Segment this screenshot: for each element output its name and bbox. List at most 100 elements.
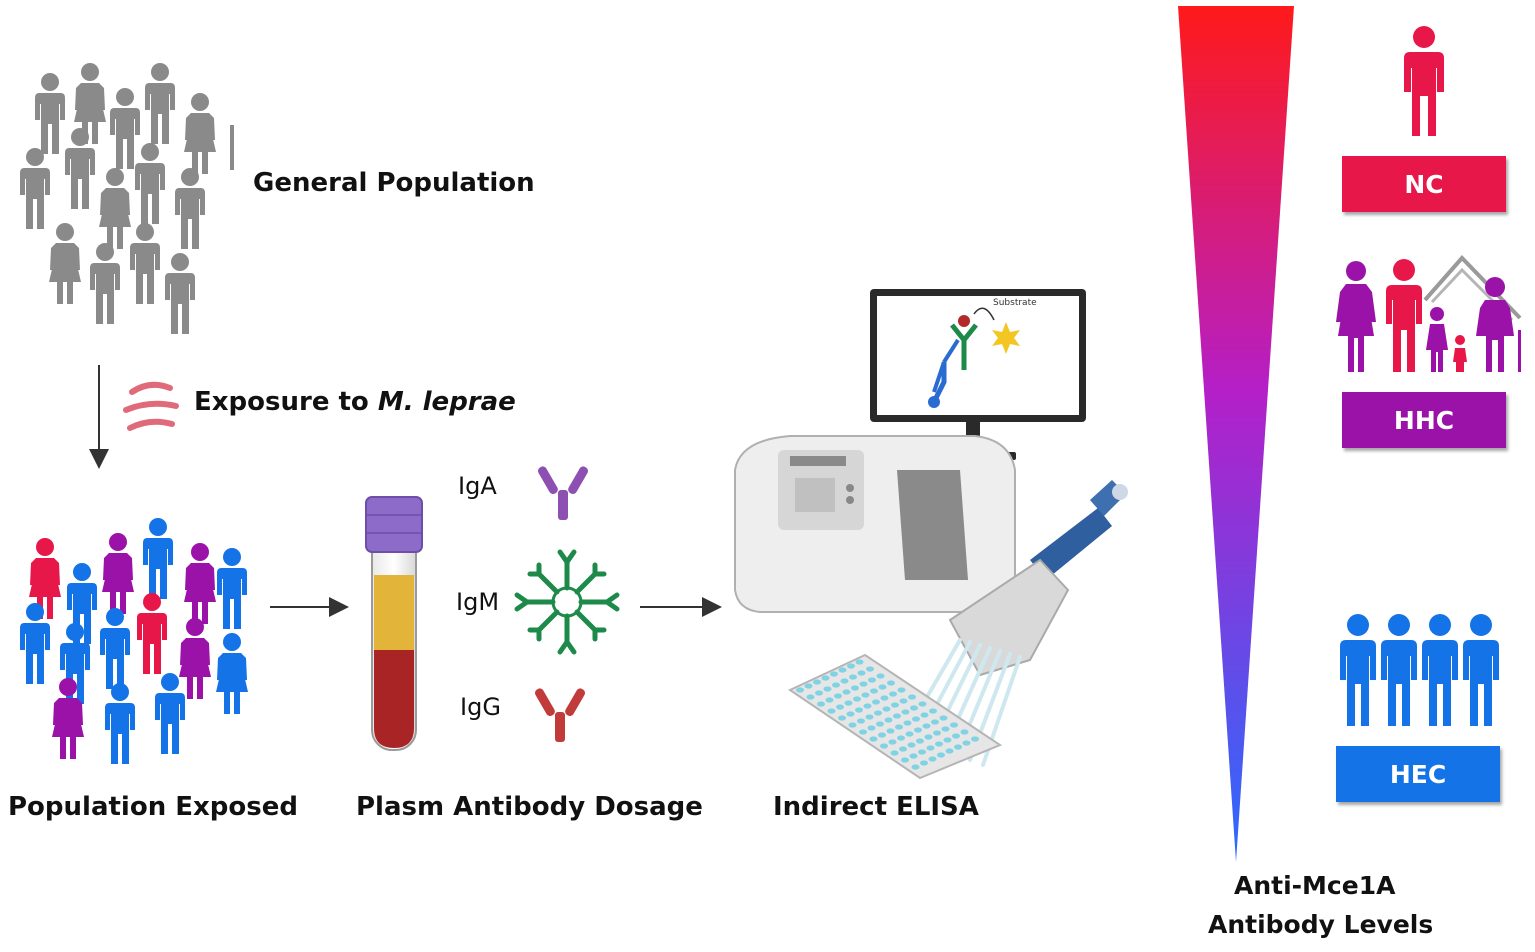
bacteria-icon (123, 381, 179, 431)
plate-well (922, 723, 931, 729)
plate-well (939, 715, 948, 721)
plate-well (868, 677, 876, 683)
plate-well (941, 726, 950, 732)
plate-well (872, 699, 880, 705)
plate-well (815, 690, 823, 696)
substrate-label: Substrate (993, 298, 1037, 308)
gradient-label-line1: Anti-Mce1A (1234, 871, 1396, 900)
plate-well (849, 674, 857, 680)
population-exposed-icon (20, 518, 248, 764)
plate-well (817, 701, 825, 707)
plate-well (960, 729, 969, 735)
plate-well (916, 738, 924, 744)
plate-well (804, 683, 813, 689)
population-exposed-label: Population Exposed (8, 792, 298, 822)
antibody-level-gradient (1178, 6, 1294, 862)
plate-well (910, 705, 918, 711)
plate-well (796, 687, 804, 693)
hhc-family-icon (1336, 255, 1522, 372)
iga-label: IgA (458, 472, 497, 500)
plate-well (933, 730, 941, 736)
plate-well (844, 700, 853, 706)
monitor-icon (870, 289, 1086, 460)
plate-well (853, 696, 861, 702)
plate-well (912, 716, 920, 722)
igm-antibody-icon (514, 549, 620, 655)
plate-well (857, 670, 866, 676)
igg-antibody-icon (533, 686, 587, 742)
plate-well (890, 750, 899, 756)
plate-well (867, 725, 876, 731)
plate-well (827, 708, 836, 714)
plate-well (851, 685, 859, 691)
plate-well (848, 722, 857, 728)
plate-well (929, 708, 937, 714)
plate-well (903, 720, 912, 726)
plate-well (823, 686, 832, 692)
hec-group-icon (1340, 614, 1499, 726)
plate-well (874, 710, 882, 716)
nc-person-icon (1404, 26, 1444, 136)
plate-well (926, 745, 935, 751)
plate-well (888, 739, 897, 745)
plate-well (905, 731, 914, 737)
plate-well (863, 703, 872, 709)
plate-well (876, 721, 884, 727)
general-population-label: General Population (253, 168, 535, 198)
plate-well (878, 684, 887, 690)
exposure-prefix: Exposure to (194, 387, 378, 417)
plate-well (889, 691, 897, 697)
plasm-antibody-dosage-label: Plasm Antibody Dosage (356, 792, 703, 822)
plate-well (870, 688, 878, 694)
elisa-reader-icon (734, 435, 1016, 613)
plate-well (971, 736, 979, 742)
plate-well (836, 704, 844, 710)
gradient-label-line2: Antibody Levels (1208, 910, 1434, 939)
plate-well (945, 748, 954, 754)
exposure-pathogen: M. leprae (377, 387, 516, 417)
plate-well (865, 714, 874, 720)
plate-well (928, 756, 937, 762)
plate-well (838, 667, 847, 673)
plate-well (846, 711, 855, 717)
plate-well (880, 695, 889, 701)
plate-well (806, 694, 815, 700)
plate-well (899, 746, 907, 752)
plate-well (882, 706, 891, 712)
plate-well (954, 744, 962, 750)
plate-well (884, 717, 893, 723)
microplate-icon (787, 653, 1003, 780)
plate-well (935, 741, 943, 747)
plate-well (813, 679, 821, 685)
plate-well (859, 681, 868, 687)
plate-well (895, 724, 903, 730)
plate-well (920, 760, 928, 766)
plate-well (911, 764, 920, 770)
plate-well (901, 757, 909, 763)
plate-well (931, 719, 939, 725)
plate-well (950, 722, 958, 728)
plate-well (866, 666, 874, 672)
plate-well (838, 715, 846, 721)
plate-well (914, 727, 922, 733)
plate-well (901, 709, 910, 715)
plate-well (908, 694, 916, 700)
plate-well (842, 689, 851, 695)
plate-well (857, 718, 865, 724)
plate-well (840, 678, 849, 684)
plate-well (880, 743, 888, 749)
plate-well (897, 735, 905, 741)
plate-well (830, 671, 838, 677)
nc-group-badge: NC (1342, 156, 1506, 212)
plate-well (855, 707, 863, 713)
plate-well (832, 682, 840, 688)
plate-well (825, 697, 834, 703)
igg-label: IgG (460, 693, 501, 721)
plate-well (897, 687, 906, 693)
plate-well (899, 698, 908, 704)
plate-well (855, 659, 864, 665)
plate-well (952, 733, 960, 739)
plate-well (920, 712, 929, 718)
plate-well (869, 736, 878, 742)
